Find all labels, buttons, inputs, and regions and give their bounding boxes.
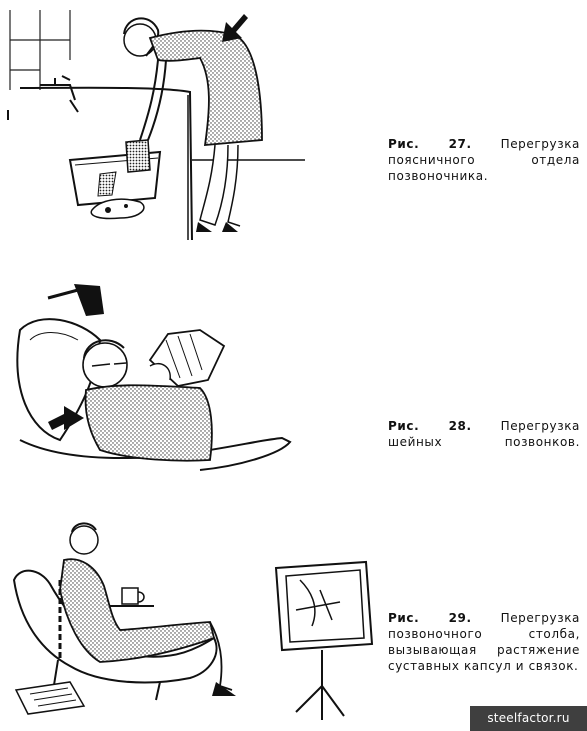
- caption-figure-28: Рис. 28. Перегрузка шейных позвонков.: [388, 418, 580, 450]
- bathtub: [7, 86, 193, 241]
- figure-28-illustration: [0, 270, 380, 490]
- tap: [40, 75, 79, 113]
- caption-figure-29: Рис. 29. Перегрузка позвоночного столба,…: [388, 610, 580, 674]
- mug: [110, 587, 154, 607]
- man-reading-figure: [82, 329, 226, 462]
- wall-tiles: [9, 10, 71, 90]
- watermark: steelfactor.ru: [470, 706, 587, 731]
- caption-label: Рис. 28.: [388, 419, 472, 433]
- caption-text: Перегрузка позвоночного столба, вызывающ…: [388, 611, 580, 673]
- tv-set: [274, 560, 374, 720]
- caption-text: Перегрузка поясничного отдела позвоночни…: [388, 137, 580, 183]
- caption-text: Перегрузка шейных позвонков.: [388, 419, 580, 449]
- figure-29-illustration: [0, 510, 380, 731]
- bed: [19, 436, 292, 471]
- pillow: [16, 318, 102, 442]
- arrow-icon: [48, 406, 84, 430]
- caption-label: Рис. 29.: [388, 611, 472, 625]
- caption-figure-27: Рис. 27. Перегрузка поясничного отдела п…: [388, 136, 580, 184]
- lamp: [47, 284, 104, 316]
- figure-27-illustration: [0, 0, 380, 260]
- arrow-icon: [222, 14, 248, 42]
- caption-label: Рис. 27.: [388, 137, 472, 151]
- washtub: [68, 139, 162, 220]
- man-sitting-figure: [58, 522, 236, 696]
- woman-figure: [123, 17, 263, 232]
- magazine: [14, 681, 86, 715]
